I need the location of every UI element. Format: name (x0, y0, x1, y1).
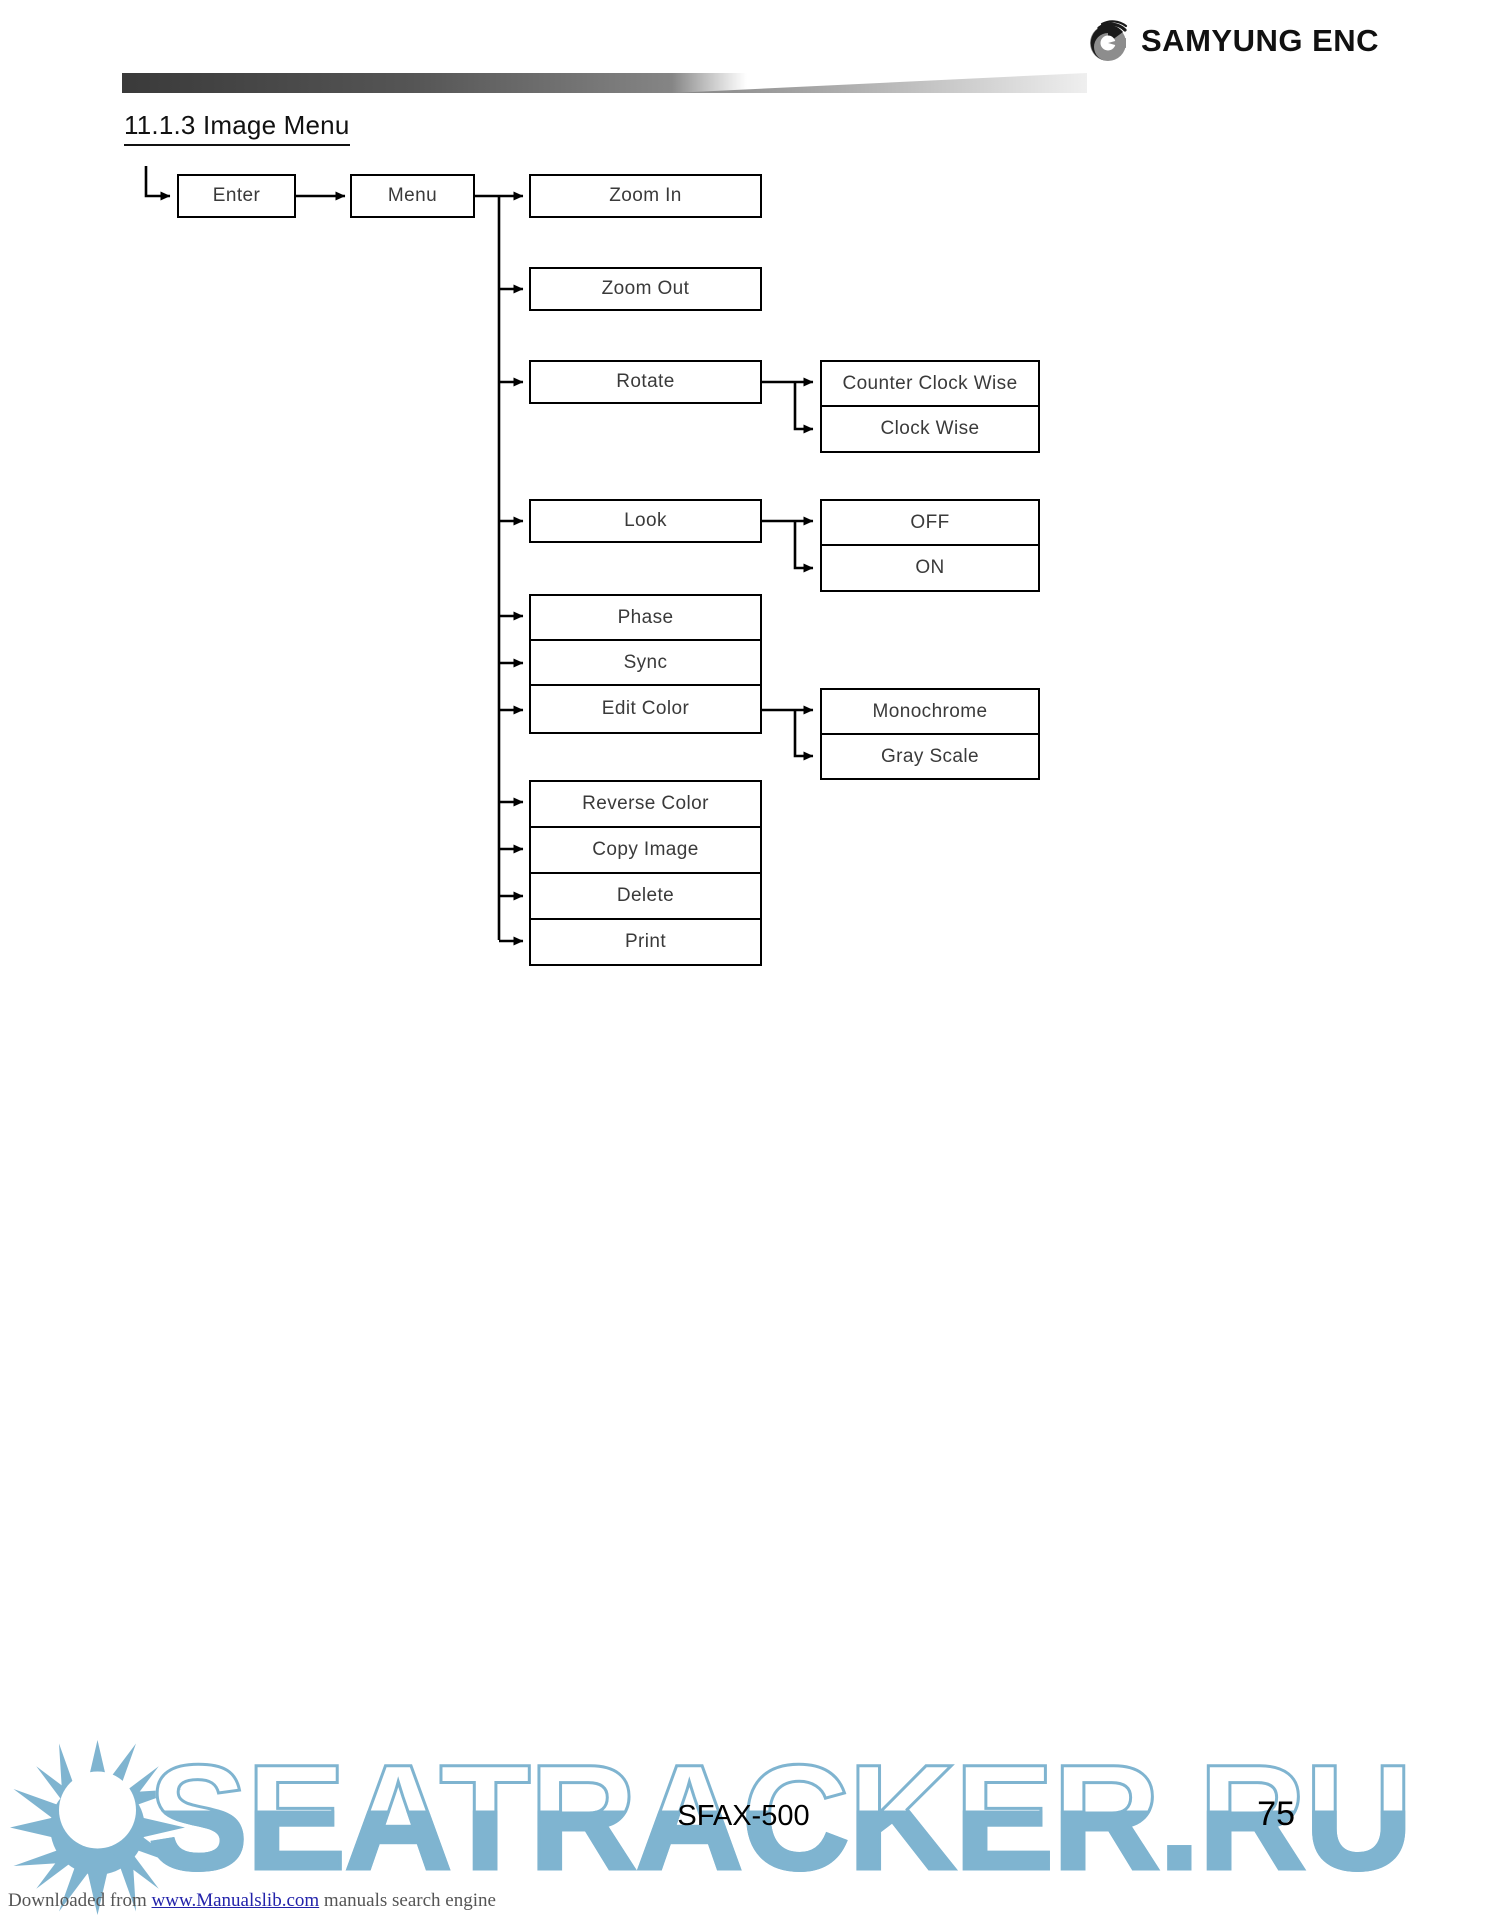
node-look-off-label: OFF (910, 511, 950, 533)
node-clock-wise-label: Clock Wise (880, 418, 980, 439)
node-edit-color-label: Edit Color (601, 698, 690, 719)
node-group-actions: Reverse Color Copy Image Delete Print (529, 780, 762, 966)
node-look-label: Look (624, 510, 667, 531)
node-delete-label: Delete (616, 885, 675, 906)
node-menu[interactable]: Menu (350, 174, 475, 218)
node-gray-scale-label: Gray Scale (881, 745, 979, 767)
download-prefix: Downloaded from (8, 1890, 152, 1911)
node-zoom-out-label: Zoom Out (601, 278, 690, 299)
starburst-sun-icon (10, 1740, 185, 1915)
node-delete[interactable]: Delete (531, 874, 760, 920)
download-suffix: manuals search engine (319, 1890, 496, 1911)
node-group-edit-color-children: Monochrome Gray Scale (820, 688, 1040, 780)
brand-logo: SAMYUNG ENC (1085, 18, 1379, 64)
manualslib-link[interactable]: www.Manualslib.com (151, 1890, 320, 1911)
watermark-text: SEATRACKER.RU (147, 1741, 1415, 1894)
node-rotate-label: Rotate (616, 371, 675, 392)
image-menu-flowchart: Enter Menu Zoom In Zoom Out Rotate Look … (144, 166, 1040, 966)
node-print[interactable]: Print (531, 920, 760, 964)
node-look-on-label: ON (915, 557, 945, 578)
node-sync[interactable]: Sync (531, 641, 760, 686)
node-phase-label: Phase (617, 606, 674, 628)
brand-name: SAMYUNG ENC (1141, 23, 1380, 58)
node-zoom-in[interactable]: Zoom In (529, 174, 762, 218)
node-look-off[interactable]: OFF (822, 501, 1038, 546)
node-copy-image[interactable]: Copy Image (531, 828, 760, 874)
page-title: 11.1.3 Image Menu (124, 110, 350, 146)
manualslib-attribution: Downloaded from www.Manualslib.com manua… (8, 1890, 496, 1912)
samyung-swoosh-logo-icon (1085, 18, 1131, 64)
node-monochrome-label: Monochrome (872, 700, 988, 722)
node-enter[interactable]: Enter (177, 174, 296, 218)
node-edit-color[interactable]: Edit Color (531, 686, 760, 732)
node-counter-clock-wise[interactable]: Counter Clock Wise (822, 362, 1038, 407)
node-counter-clock-wise-label: Counter Clock Wise (842, 372, 1018, 394)
node-look-on[interactable]: ON (822, 546, 1038, 590)
node-reverse-color-label: Reverse Color (582, 793, 709, 814)
node-sync-label: Sync (623, 651, 668, 673)
node-gray-scale[interactable]: Gray Scale (822, 735, 1038, 778)
node-group-phase-sync-editcolor: Phase Sync Edit Color (529, 594, 762, 734)
node-zoom-out[interactable]: Zoom Out (529, 267, 762, 311)
footer-model: SFAX-500 (677, 1800, 810, 1832)
node-clock-wise[interactable]: Clock Wise (822, 407, 1038, 451)
watermark-label: SEATRACKER.RU (147, 1733, 1415, 1901)
node-zoom-in-label: Zoom In (609, 185, 682, 206)
node-group-look-children: OFF ON (820, 499, 1040, 592)
node-rotate[interactable]: Rotate (529, 360, 762, 404)
node-phase[interactable]: Phase (531, 596, 760, 641)
footer-page-number: 75 (1257, 1795, 1295, 1833)
node-print-label: Print (624, 931, 667, 952)
node-reverse-color[interactable]: Reverse Color (531, 782, 760, 828)
node-menu-label: Menu (387, 185, 438, 206)
node-enter-label: Enter (212, 185, 261, 206)
node-group-rotate-children: Counter Clock Wise Clock Wise (820, 360, 1040, 453)
node-copy-image-label: Copy Image (592, 839, 699, 860)
node-monochrome[interactable]: Monochrome (822, 690, 1038, 735)
node-look[interactable]: Look (529, 499, 762, 543)
